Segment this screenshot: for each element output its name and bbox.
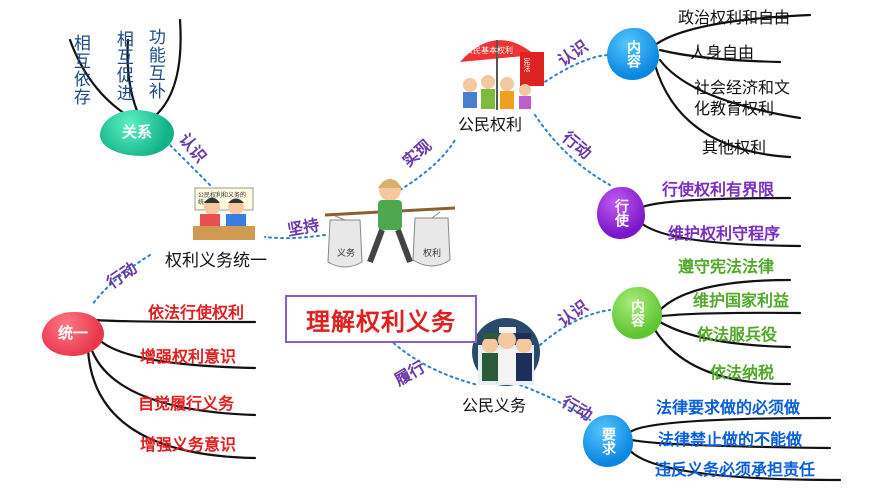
connector-rights-action: [534, 114, 611, 186]
require-item-2: 法律禁止做的不能做: [658, 430, 803, 449]
constitution-label: 宪法: [523, 58, 531, 72]
require-item-3: 违反义务必须承担责任: [655, 460, 816, 479]
connector-realize: [399, 139, 456, 191]
unity-node-label: 权利义务统一: [165, 251, 267, 271]
duties-content-4: 依法纳税: [710, 363, 775, 382]
umbrella-illustration: [460, 40, 544, 110]
duties-content-3: 依法服兵役: [697, 325, 778, 344]
rights-content-3: 社会经济和文化教育权利: [694, 78, 791, 118]
connector-duties-know: [539, 309, 611, 346]
duties-content-2: 维护国家利益: [693, 291, 790, 310]
duties-node-label: 公民义务: [462, 396, 527, 415]
connector-unity-action: [91, 254, 151, 306]
exercise-cloud: 行使: [597, 187, 645, 239]
duties-content-1: 遵守宪法法律: [678, 257, 775, 276]
unity-cloud: 统一: [42, 312, 104, 356]
exercise-item-1: 行使权利有界限: [662, 180, 775, 199]
rights-content-cloud: 内容: [607, 28, 659, 80]
relation-item-2: 相互促进: [112, 30, 133, 102]
unity-item-3: 自觉履行义务: [138, 394, 235, 413]
duties-content-cloud-label: 内容: [629, 299, 646, 327]
bag-duty-label: 义务: [337, 249, 356, 259]
exercise-cloud-label: 行使: [613, 199, 630, 227]
umbrella-label: 公民基本权利: [465, 46, 513, 55]
central-topic: 理解权利义务: [285, 295, 477, 343]
unity-item-2: 增强权利意识: [140, 347, 237, 366]
board-illustration: [193, 187, 255, 240]
require-item-1: 法律要求做的必须做: [656, 398, 801, 417]
connector-rights-know: [539, 54, 611, 86]
bag-right-label: 权利: [423, 249, 442, 259]
relation-item-3: 功能互补: [144, 28, 165, 100]
board-text: 公民权利和义务的统一: [198, 192, 247, 207]
rights-content-4: 其他权利: [702, 138, 767, 157]
porter-illustration: [324, 179, 456, 268]
unity-item-4: 增强义务意识: [140, 435, 237, 454]
rights-node-label: 公民权利: [458, 115, 523, 134]
relation-cloud: 关系: [100, 110, 174, 156]
rights-content-2: 人身自由: [690, 43, 755, 62]
central-title: 理解权利义务: [306, 307, 456, 336]
soldiers-illustration: [472, 318, 540, 386]
connector-relation-know: [169, 144, 211, 186]
connector-insist: [264, 234, 326, 240]
connector-duties-action: [519, 384, 591, 421]
connector-perform: [384, 334, 479, 386]
exercise-item-2: 维护权利守程序: [668, 224, 781, 243]
require-cloud: 要求: [583, 415, 633, 467]
rights-content-1: 政治权利和自由: [678, 8, 791, 27]
unity-item-1: 依法行使权利: [148, 303, 245, 322]
rights-content-cloud-label: 内容: [625, 40, 642, 68]
require-cloud-label: 要求: [600, 427, 617, 455]
duties-content-cloud: 内容: [612, 287, 662, 339]
relation-item-1: 相互依存: [69, 34, 90, 106]
